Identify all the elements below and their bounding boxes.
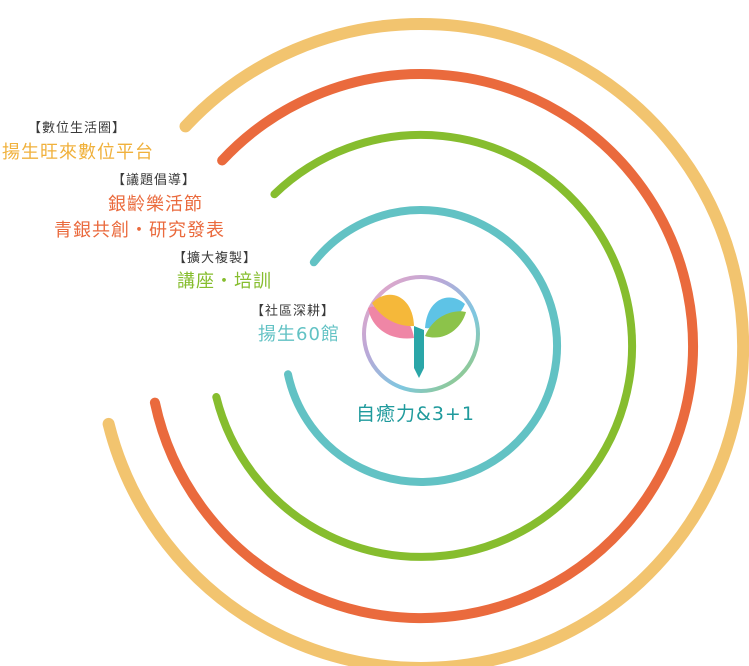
outer-ring-title: 揚生旺來數位平台 bbox=[2, 142, 154, 163]
second-ring-title-line2: 青銀共創・研究發表 bbox=[54, 220, 225, 241]
third-ring-title: 講座・培訓 bbox=[177, 271, 272, 292]
inner-ring-title: 揚生60館 bbox=[258, 324, 340, 345]
second-ring-advocacy bbox=[149, 69, 698, 624]
stem-icon bbox=[414, 326, 424, 378]
inner-ring-tag: 【社區深耕】 bbox=[251, 304, 336, 319]
third-ring-replication bbox=[212, 131, 637, 561]
second-ring-tag: 【議題倡導】 bbox=[112, 173, 197, 188]
outer-ring-digital-life bbox=[102, 18, 749, 666]
third-ring-tag: 【擴大複製】 bbox=[173, 251, 258, 266]
outer-ring-tag: 【數位生活圈】 bbox=[28, 121, 127, 136]
leaf-blue-icon bbox=[425, 297, 465, 329]
inner-ring-community bbox=[284, 205, 562, 486]
sprout-logo-icon bbox=[362, 275, 480, 393]
leaf-pink-icon bbox=[368, 305, 414, 339]
leaf-yellow-icon bbox=[372, 294, 414, 327]
leaf-green-icon bbox=[425, 311, 466, 338]
logo-circle bbox=[362, 275, 480, 393]
center-label: 自癒力&3+1 bbox=[356, 403, 475, 425]
second-ring-title-line1: 銀齡樂活節 bbox=[108, 194, 203, 215]
